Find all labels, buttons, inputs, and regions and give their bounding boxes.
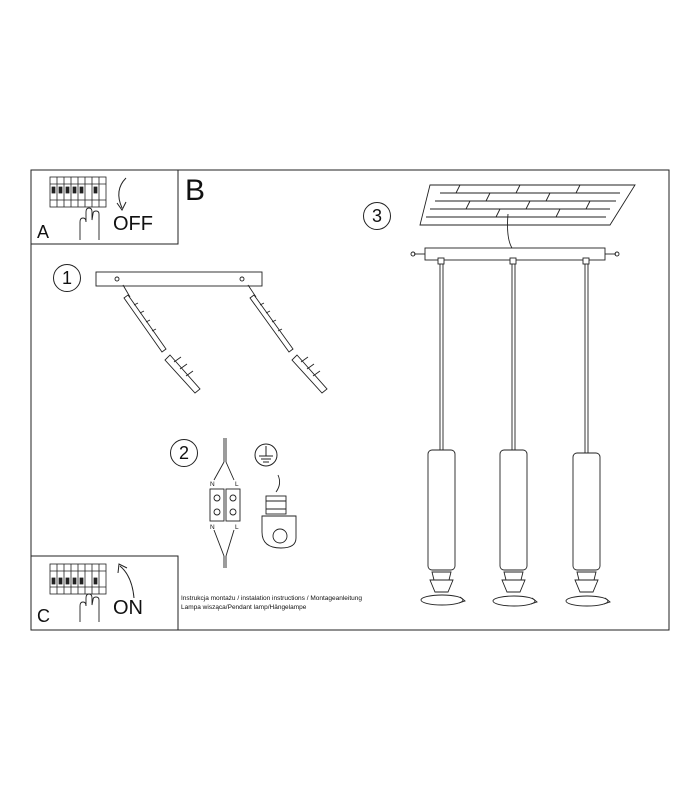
- screw-and-plug-left: [122, 284, 201, 394]
- rotation-arrow-icon: [420, 594, 611, 607]
- step-1-number: 1: [53, 264, 81, 292]
- terminal-label-l-top: L: [235, 481, 239, 488]
- mounting-bar: [95, 271, 263, 287]
- terminal-block: [209, 438, 241, 568]
- pendant-cables: [439, 264, 589, 455]
- pendant-lamp: [427, 449, 456, 593]
- breaker-panel-icon: [49, 176, 107, 208]
- canopy-bar: [410, 247, 620, 265]
- terminal-label-n-bottom: N: [210, 524, 215, 531]
- ground-symbol-icon: [254, 443, 278, 467]
- power-off-text: OFF: [113, 213, 153, 235]
- ground-clamp: [261, 474, 297, 549]
- caption-line-2: Lampa wisząca/Pendant lamp/Hängelampe: [181, 604, 307, 611]
- power-on-letter: C: [37, 606, 50, 626]
- section-label: B: [185, 174, 206, 207]
- terminal-label-n-top: N: [210, 481, 215, 488]
- outer-frame: [30, 169, 670, 631]
- curved-arrow-up-icon: [117, 563, 135, 599]
- hand-icon: [79, 207, 100, 240]
- caption-line-1: Instrukcja montażu / instalation instruc…: [181, 595, 363, 602]
- step-2-number: 2: [170, 439, 198, 467]
- terminal-label-l-bottom: L: [235, 524, 239, 531]
- power-off-panel: [30, 169, 179, 245]
- curved-arrow-down-icon: [116, 177, 127, 211]
- pendant-lamp: [499, 449, 528, 593]
- screw-and-plug-right: [247, 284, 328, 394]
- pendant-lamp: [572, 452, 601, 593]
- power-on-text: ON: [113, 597, 143, 619]
- power-off-letter: A: [37, 222, 50, 242]
- ceiling-plate: [419, 184, 636, 249]
- breaker-panel-icon: [49, 563, 107, 595]
- hand-icon: [79, 593, 100, 622]
- power-on-panel: [30, 555, 179, 631]
- step-3-number: 3: [363, 202, 391, 230]
